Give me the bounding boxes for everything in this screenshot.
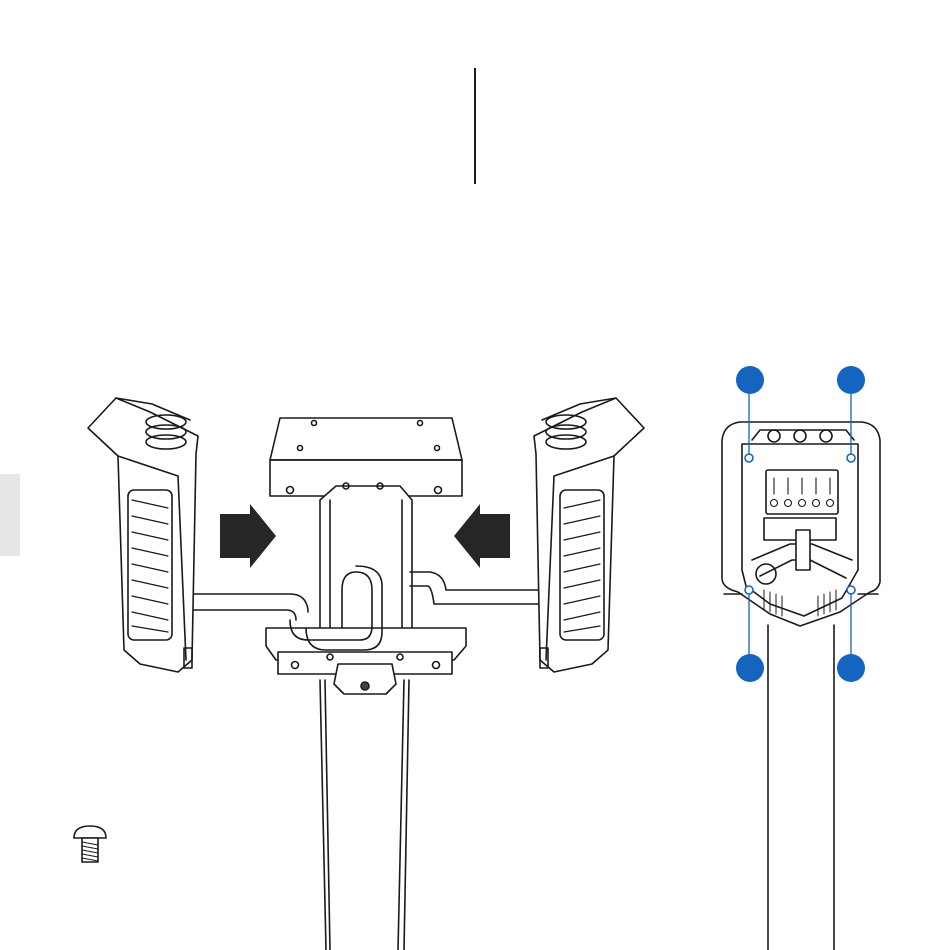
right-light-head bbox=[534, 398, 644, 672]
callout-bottom-left bbox=[736, 654, 764, 682]
arrow-right bbox=[220, 504, 276, 568]
callout-bottom-right bbox=[837, 654, 865, 682]
center-mount-bracket bbox=[266, 418, 466, 694]
screw-icon bbox=[74, 826, 106, 862]
arrow-left bbox=[454, 504, 510, 568]
left-light-head bbox=[88, 398, 198, 672]
callout-top-right bbox=[837, 366, 865, 394]
pole bbox=[320, 680, 409, 950]
callout-top-left bbox=[736, 366, 764, 394]
